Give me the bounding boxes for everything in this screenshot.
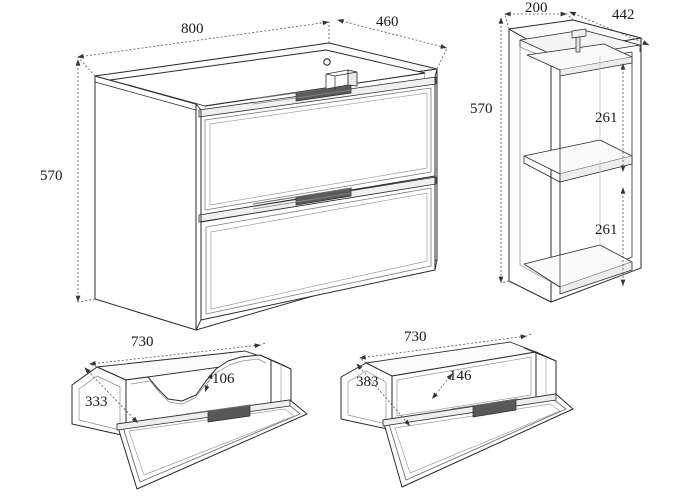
tap-hole-icon: [323, 58, 331, 66]
dimensions-right-drawer: [356, 333, 532, 427]
dimensions-left-drawer: [84, 342, 266, 424]
dim-label-261-lower: 261: [595, 222, 618, 238]
dim-label-442: 442: [612, 7, 635, 23]
dim-label-730-left: 730: [131, 334, 154, 350]
dim-label-333: 333: [85, 394, 108, 410]
faucet-bracket-detail: [323, 58, 358, 90]
dim-label-146: 146: [449, 368, 472, 384]
dim-label-800: 800: [181, 21, 204, 37]
dim-label-570-main: 570: [40, 168, 63, 184]
dimensions-side-cabinet: [498, 11, 650, 286]
tap-stem-icon: [575, 35, 581, 53]
dim-label-261-upper: 261: [595, 110, 618, 126]
dim-label-383: 383: [356, 374, 379, 390]
dim-label-200: 200: [525, 0, 548, 16]
dimensions-main-cabinet: [75, 19, 448, 303]
dim-label-730-right: 730: [404, 329, 427, 345]
view-main-cabinet: [94, 42, 438, 331]
dim-label-106: 106: [212, 371, 235, 387]
dim-label-460: 460: [376, 14, 399, 30]
dim-label-570-side: 570: [470, 101, 493, 117]
view-side-cabinet: [508, 19, 642, 303]
